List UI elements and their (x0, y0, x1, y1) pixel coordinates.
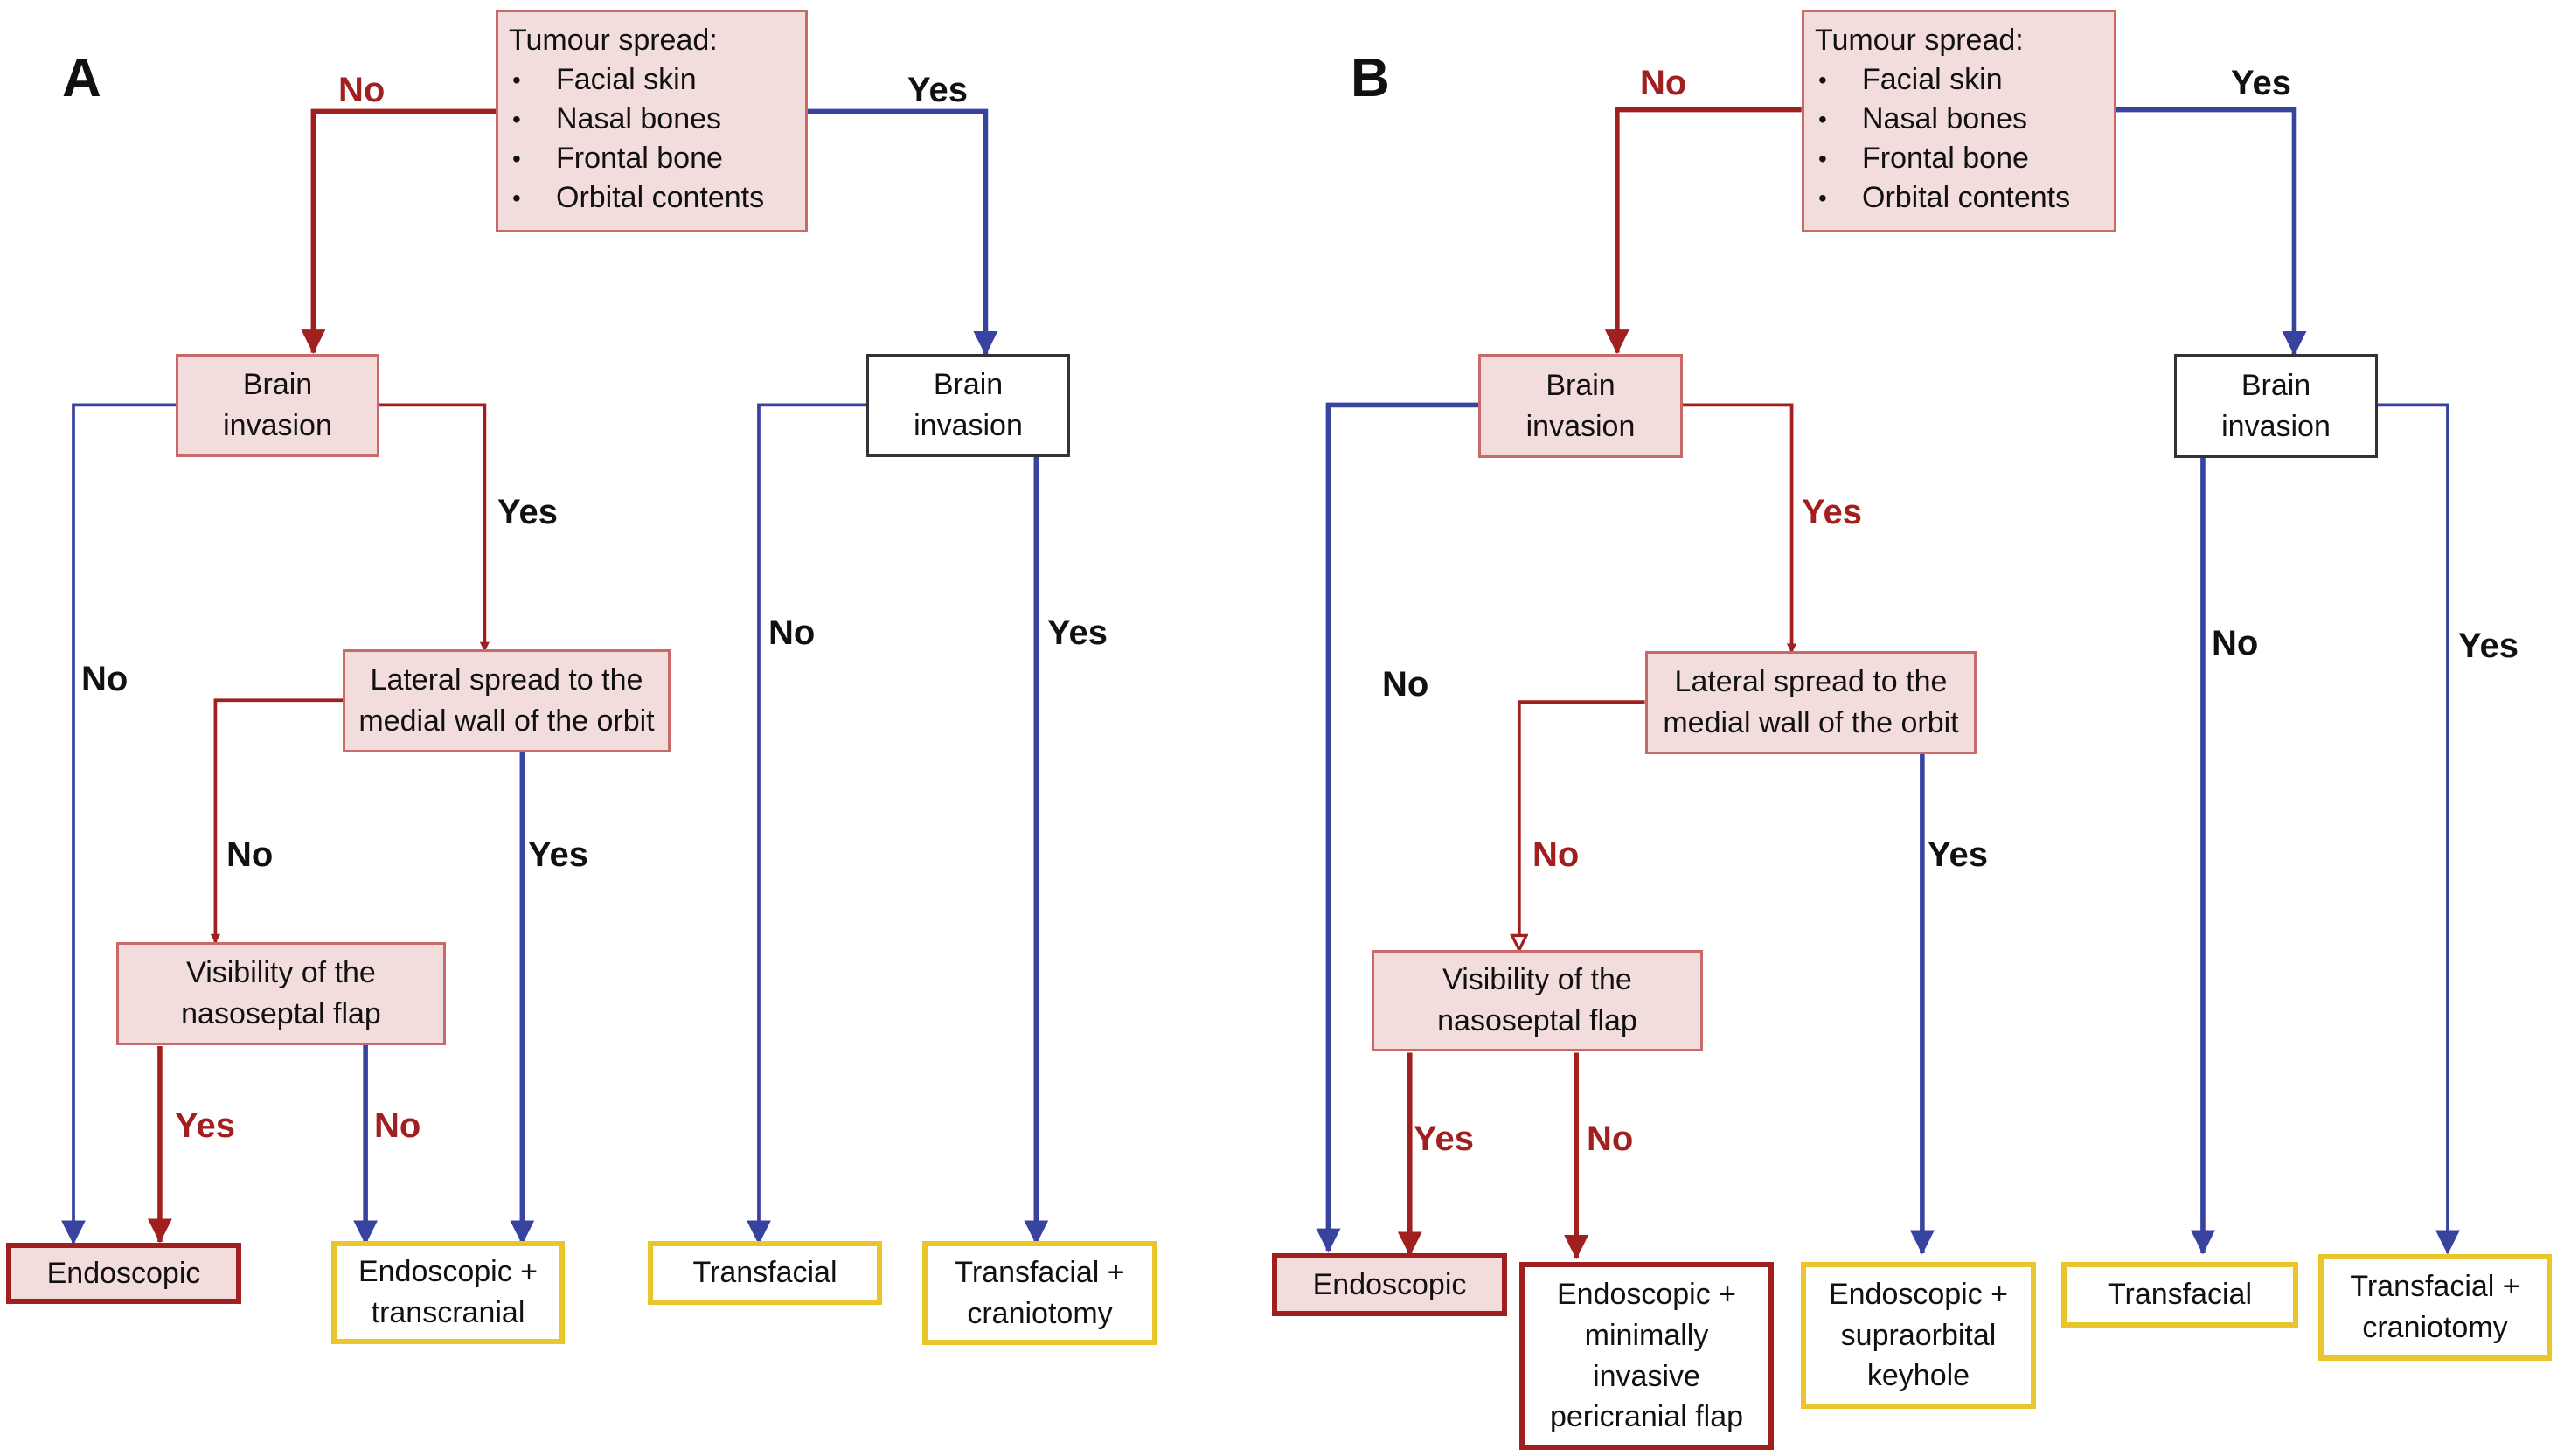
b-label-lateral-no: No (1532, 835, 1580, 874)
a-outcome-transfacial-craniotomy-label: Transfacial + craniotomy (955, 1255, 1125, 1330)
b-outcome-endoscopic-keyhole: Endoscopic + supraorbital keyhole (1801, 1262, 2036, 1409)
a-tumour-spread-list: Facial skin Nasal bones Frontal bone Orb… (509, 60, 793, 218)
b-tumour-spread-title: Tumour spread: (1815, 24, 2024, 57)
b-brain-invasion-right-label: Brain invasion (2221, 368, 2331, 443)
b-label-spread-no: No (1640, 64, 1687, 102)
b-outcome-endoscopic-keyhole-label: Endoscopic + supraorbital keyhole (1828, 1277, 2009, 1393)
a-label-brain-right-no: No (768, 614, 816, 652)
b-label-spread-yes: Yes (2231, 64, 2291, 102)
b-tumour-spread-box: Tumour spread: Facial skin Nasal bones F… (1802, 10, 2116, 232)
b-label-brain-right-no: No (2212, 624, 2259, 662)
b-spread-item: Frontal bone (1815, 139, 2102, 178)
a-spread-item: Facial skin (509, 60, 793, 100)
a-spread-item: Frontal bone (509, 139, 793, 178)
a-label-brain-left-yes: Yes (497, 493, 558, 531)
a-edge-brain-right-no (746, 403, 867, 1245)
a-spread-item: Orbital contents (509, 178, 793, 218)
a-label-flap-yes: Yes (175, 1106, 235, 1145)
b-edge-brain-right-yes (2377, 403, 2460, 1255)
b-spread-item: Orbital contents (1815, 178, 2102, 218)
a-outcome-transfacial: Transfacial (648, 1241, 882, 1305)
a-outcome-endoscopic-label: Endoscopic (46, 1256, 201, 1290)
a-label-lateral-yes: Yes (528, 835, 588, 874)
a-outcome-transfacial-craniotomy: Transfacial + craniotomy (922, 1241, 1157, 1345)
b-label-flap-no: No (1587, 1120, 1634, 1158)
b-outcome-transfacial-label: Transfacial (2107, 1278, 2253, 1312)
a-edge-brain-left-no (60, 403, 177, 1245)
a-tumour-spread-box: Tumour spread: Facial skin Nasal bones F… (496, 10, 808, 232)
panel-letter-b: B (1351, 48, 1390, 108)
a-outcome-endoscopic-transcranial: Endoscopic + transcranial (331, 1241, 565, 1344)
b-lateral-spread-box: Lateral spread to the medial wall of the… (1645, 651, 1977, 754)
b-edge-lateral-no (1519, 700, 1645, 950)
b-edge-brain-left-yes (1682, 403, 1797, 654)
a-brain-invasion-left: Brain invasion (176, 354, 379, 457)
b-brain-invasion-left-label: Brain invasion (1525, 368, 1636, 443)
a-label-lateral-no: No (226, 835, 274, 874)
a-label-spread-no: No (338, 71, 386, 109)
b-outcome-endoscopic-pericranial-label: Endoscopic + minimally invasive pericran… (1549, 1277, 1744, 1434)
b-outcome-endoscopic-pericranial: Endoscopic + minimally invasive pericran… (1519, 1262, 1774, 1450)
a-edge-lateral-no (210, 698, 343, 944)
a-label-brain-right-yes: Yes (1047, 614, 1108, 652)
a-label-brain-left-no: No (81, 660, 129, 698)
b-outcome-transfacial-craniotomy: Transfacial + craniotomy (2318, 1254, 2552, 1361)
a-brain-invasion-right: Brain invasion (866, 354, 1070, 457)
a-brain-invasion-left-label: Brain invasion (223, 368, 332, 442)
b-label-flap-yes: Yes (1414, 1120, 1474, 1158)
a-lateral-spread-label: Lateral spread to the medial wall of the… (358, 663, 655, 738)
a-nasoseptal-flap-box: Visibility of the nasoseptal flap (116, 942, 446, 1045)
a-label-flap-no: No (374, 1106, 421, 1145)
a-tumour-spread-title: Tumour spread: (509, 24, 718, 57)
a-edge-spread-no (301, 108, 497, 355)
b-nasoseptal-flap-label: Visibility of the nasoseptal flap (1437, 963, 1637, 1037)
b-outcome-endoscopic: Endoscopic (1272, 1253, 1507, 1316)
b-label-lateral-yes: Yes (1928, 835, 1988, 874)
b-brain-invasion-left: Brain invasion (1478, 354, 1683, 458)
b-outcome-transfacial: Transfacial (2061, 1262, 2298, 1328)
b-nasoseptal-flap-box: Visibility of the nasoseptal flap (1372, 950, 1703, 1051)
b-label-brain-left-yes: Yes (1802, 493, 1862, 531)
a-nasoseptal-flap-label: Visibility of the nasoseptal flap (181, 956, 381, 1030)
panel-letter-a: A (62, 48, 101, 108)
b-edge-spread-yes (2115, 107, 2307, 356)
b-spread-item: Facial skin (1815, 60, 2102, 100)
a-brain-invasion-right-label: Brain invasion (914, 368, 1023, 442)
a-edge-brain-left-yes (379, 403, 490, 652)
a-label-spread-yes: Yes (907, 71, 968, 109)
a-edge-spread-yes (806, 108, 998, 356)
a-outcome-endoscopic-transcranial-label: Endoscopic + transcranial (358, 1255, 538, 1329)
b-outcome-transfacial-craniotomy-label: Transfacial + craniotomy (2350, 1270, 2520, 1344)
b-label-brain-left-no: No (1382, 665, 1429, 704)
b-spread-item: Nasal bones (1815, 100, 2102, 139)
a-outcome-transfacial-label: Transfacial (692, 1256, 837, 1290)
b-tumour-spread-list: Facial skin Nasal bones Frontal bone Orb… (1815, 60, 2102, 218)
b-edge-brain-left-no (1316, 402, 1479, 1253)
b-edge-spread-no (1604, 107, 1802, 355)
a-outcome-endoscopic: Endoscopic (6, 1243, 241, 1304)
b-label-brain-right-yes: Yes (2458, 627, 2519, 665)
a-spread-item: Nasal bones (509, 100, 793, 139)
b-lateral-spread-label: Lateral spread to the medial wall of the… (1663, 665, 1959, 739)
a-lateral-spread-box: Lateral spread to the medial wall of the… (343, 649, 671, 752)
b-outcome-endoscopic-label: Endoscopic (1312, 1267, 1467, 1301)
b-brain-invasion-right: Brain invasion (2174, 354, 2378, 458)
